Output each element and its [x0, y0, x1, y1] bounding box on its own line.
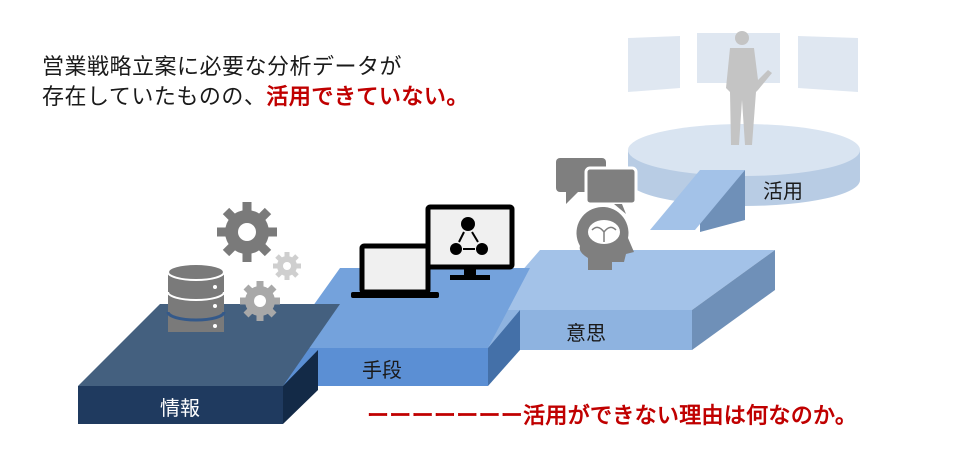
- gear-icon-small: [273, 252, 301, 280]
- stage-disc: [628, 33, 860, 206]
- headline: 営業戦略立案に必要な分析データが 存在していたものの、活用できていない。: [42, 53, 469, 113]
- headline-line-1: 営業戦略立案に必要な分析データが: [42, 55, 403, 80]
- conclusion-question: ーーーーーーー活用ができない理由は何なのか。: [367, 404, 858, 429]
- info-slab: [78, 304, 340, 424]
- gear-icon-medium: [240, 281, 280, 321]
- ramp-to-use: [650, 170, 745, 232]
- headline-emphasis: 活用できていない。: [266, 85, 469, 110]
- monitor-network-icon: [425, 204, 515, 280]
- headline-line-2-plain: 存在していたものの、: [42, 85, 267, 110]
- gear-icon-large: [217, 202, 277, 262]
- step-label-info: 情報: [160, 396, 200, 420]
- means-slab: [283, 268, 530, 386]
- step-label-means: 手段: [362, 358, 402, 382]
- intent-slab: [488, 250, 775, 350]
- presenter-on-stage-icon: [726, 31, 772, 145]
- step-label-intent: 意思: [566, 321, 606, 345]
- step-label-use: 活用: [763, 179, 803, 203]
- head-brain-icon: [576, 206, 634, 270]
- database-icon: [166, 263, 226, 332]
- speech-bubble-icon: [556, 158, 638, 214]
- headline-line-2: 存在していたものの、活用できていない。: [42, 83, 469, 113]
